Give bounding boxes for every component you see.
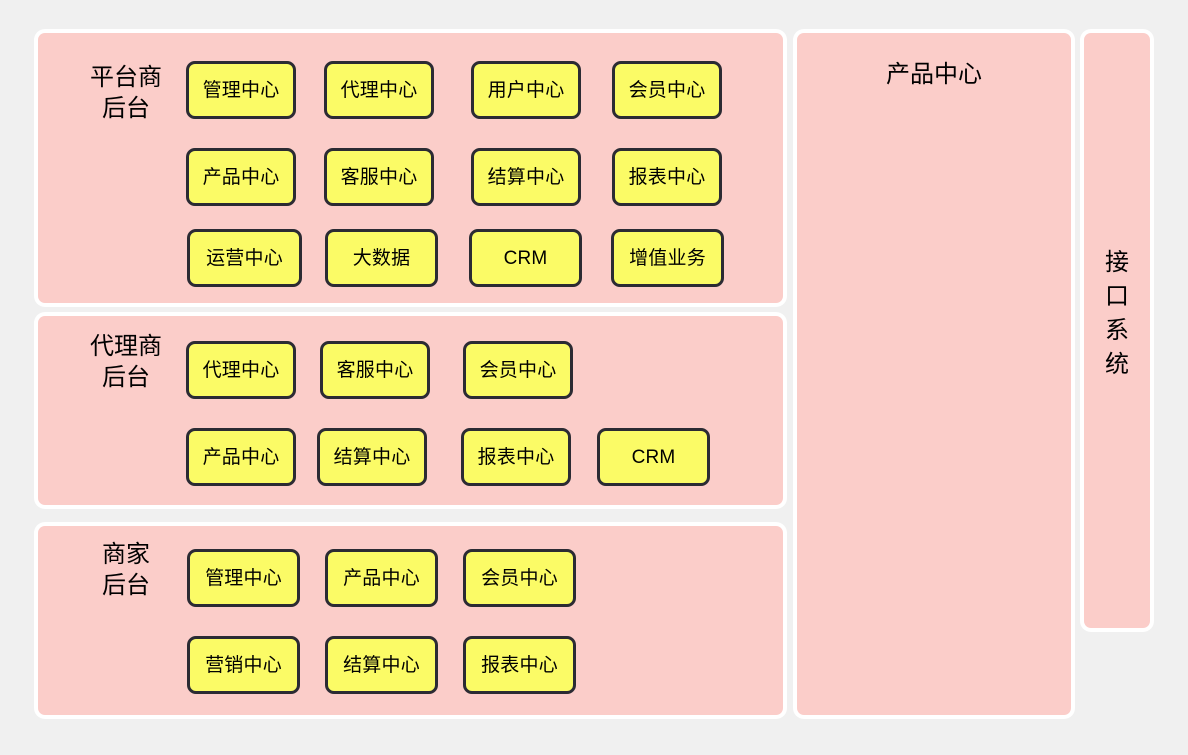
panel-merchant-backend: 商家 后台 管理中心 产品中心 会员中心 营销中心 结算中心 报表中心 xyxy=(38,526,783,715)
module-platform-r2c3[interactable]: 结算中心 xyxy=(471,148,581,206)
module-agent-r1c2[interactable]: 客服中心 xyxy=(320,341,430,399)
module-agent-r2c4[interactable]: CRM xyxy=(597,428,710,486)
module-platform-r3c4[interactable]: 增值业务 xyxy=(611,229,724,287)
module-agent-r2c3[interactable]: 报表中心 xyxy=(461,428,571,486)
module-agent-r1c3[interactable]: 会员中心 xyxy=(463,341,573,399)
module-merchant-r2c2[interactable]: 结算中心 xyxy=(325,636,438,694)
panel-product-center-title: 产品中心 xyxy=(886,61,982,88)
module-platform-r2c2[interactable]: 客服中心 xyxy=(324,148,434,206)
panel-product-center: 产品中心 xyxy=(797,33,1071,715)
panel-interface-system-title: 接口系统 xyxy=(1105,249,1129,379)
panel-platform-label: 平台商 后台 xyxy=(90,64,162,122)
module-platform-r3c2[interactable]: 大数据 xyxy=(325,229,438,287)
module-platform-r1c2[interactable]: 代理中心 xyxy=(324,61,434,119)
module-merchant-r1c3[interactable]: 会员中心 xyxy=(463,549,576,607)
module-agent-r2c2[interactable]: 结算中心 xyxy=(317,428,427,486)
module-platform-r2c4[interactable]: 报表中心 xyxy=(612,148,722,206)
module-platform-r3c1[interactable]: 运营中心 xyxy=(187,229,302,287)
module-platform-r1c3[interactable]: 用户中心 xyxy=(471,61,581,119)
module-agent-r2c1[interactable]: 产品中心 xyxy=(186,428,296,486)
module-platform-r1c4[interactable]: 会员中心 xyxy=(612,61,722,119)
panel-merchant-label: 商家 后台 xyxy=(102,541,150,599)
panel-agent-label: 代理商 后台 xyxy=(90,333,162,391)
panel-platform-backend: 平台商 后台 管理中心 代理中心 用户中心 会员中心 产品中心 客服中心 结算中… xyxy=(38,33,783,303)
panel-interface-system: 接口系统 xyxy=(1084,33,1150,628)
module-platform-r2c1[interactable]: 产品中心 xyxy=(186,148,296,206)
module-merchant-r2c1[interactable]: 营销中心 xyxy=(187,636,300,694)
module-merchant-r1c2[interactable]: 产品中心 xyxy=(325,549,438,607)
module-merchant-r2c3[interactable]: 报表中心 xyxy=(463,636,576,694)
panel-agent-backend: 代理商 后台 代理中心 客服中心 会员中心 产品中心 结算中心 报表中心 CRM xyxy=(38,316,783,505)
module-agent-r1c1[interactable]: 代理中心 xyxy=(186,341,296,399)
module-platform-r1c1[interactable]: 管理中心 xyxy=(186,61,296,119)
module-platform-r3c3[interactable]: CRM xyxy=(469,229,582,287)
module-merchant-r1c1[interactable]: 管理中心 xyxy=(187,549,300,607)
